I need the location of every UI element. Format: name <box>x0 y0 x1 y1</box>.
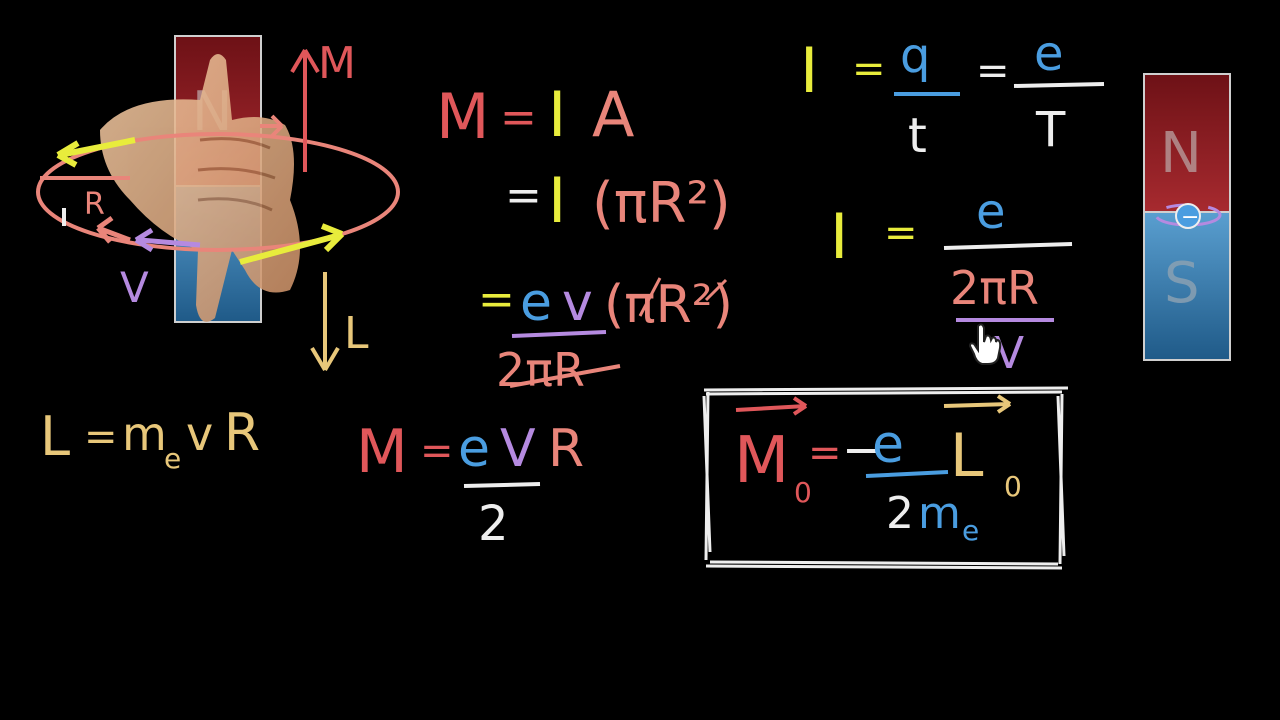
svg-text:L: L <box>40 405 70 468</box>
bar-magnet: N S − <box>1143 73 1231 361</box>
svg-text:I: I <box>800 34 818 107</box>
orbit-arrow-bottom <box>239 232 341 265</box>
svg-text:e: e <box>1034 26 1064 82</box>
svg-text:−: − <box>842 422 882 478</box>
svg-text:=: = <box>505 170 542 221</box>
svg-text:=: = <box>976 48 1010 94</box>
svg-text:A: A <box>592 78 634 151</box>
svg-text:(πR²): (πR²) <box>604 275 733 335</box>
svg-text:2πR: 2πR <box>950 261 1039 315</box>
moment-arrow <box>290 48 320 172</box>
svg-text:I: I <box>548 164 566 237</box>
svg-text:0: 0 <box>794 476 812 509</box>
svg-text:e: e <box>976 184 1006 240</box>
svg-text:L: L <box>950 421 984 491</box>
svg-text:=: = <box>852 46 886 92</box>
result-box <box>702 386 1069 570</box>
current-equations: I = q t = e T I = e 2πR V <box>800 26 1105 379</box>
svg-text:R: R <box>224 403 260 463</box>
svg-text:M: M <box>356 417 408 487</box>
moment-derivation: M = I A = I (πR²) = e v (πR²) 2πR M = e … <box>356 78 733 552</box>
right-hand-thumb-icon <box>100 54 300 322</box>
svg-text:M: M <box>734 424 789 498</box>
angular-momentum-arrow <box>310 272 340 372</box>
svg-text:2: 2 <box>886 488 914 539</box>
svg-text:I: I <box>548 78 566 151</box>
svg-text:2: 2 <box>478 496 509 552</box>
radius-label: R <box>84 187 105 222</box>
svg-text:I: I <box>830 200 848 273</box>
svg-text:e: e <box>520 273 552 333</box>
svg-text:e: e <box>872 415 904 475</box>
svg-text:v: v <box>186 407 213 461</box>
svg-text:−: − <box>1181 205 1199 230</box>
svg-text:=: = <box>478 274 515 325</box>
magnet-south-half <box>1143 211 1231 361</box>
svg-text:R: R <box>548 419 584 479</box>
svg-text:T: T <box>1035 102 1066 158</box>
moment-arrow-label: M <box>318 38 356 89</box>
orbit-arrow-top <box>59 137 136 158</box>
svg-text:=: = <box>420 428 454 474</box>
svg-text:t: t <box>908 108 927 164</box>
electron-icon <box>1175 203 1201 229</box>
svg-text:=: = <box>500 92 537 143</box>
svg-text:e: e <box>164 442 181 475</box>
angular-momentum-arrow-label: L <box>344 308 369 359</box>
magnet-north-label: N <box>1160 121 1202 186</box>
svg-text:q: q <box>900 28 930 84</box>
hand-pointer-icon <box>968 323 1002 365</box>
velocity-arrow <box>139 237 201 248</box>
svg-text:M: M <box>436 80 490 153</box>
svg-text:=: = <box>808 430 842 476</box>
orbit-ellipse <box>36 132 400 252</box>
magnet-south-label: S <box>1164 251 1200 316</box>
svg-text:(πR²): (πR²) <box>592 171 731 236</box>
svg-text:m: m <box>918 488 961 539</box>
svg-text:=: = <box>84 414 118 460</box>
svg-text:2πR: 2πR <box>496 343 585 397</box>
svg-text:e: e <box>458 419 490 479</box>
svg-text:v: v <box>562 273 593 333</box>
svg-text:m: m <box>122 407 167 461</box>
svg-text:0: 0 <box>1004 470 1022 503</box>
boxed-result: M 0 = − e L 0 2 m e <box>702 386 1069 570</box>
svg-text:e: e <box>962 514 979 547</box>
magnet-north-half <box>1143 73 1231 213</box>
svg-text:V: V <box>500 419 536 479</box>
angular-momentum-equation: L = m e v R <box>40 403 260 475</box>
velocity-label: V <box>120 263 149 312</box>
hand-diagram: N R V M L <box>36 35 400 372</box>
svg-text:=: = <box>884 210 918 256</box>
